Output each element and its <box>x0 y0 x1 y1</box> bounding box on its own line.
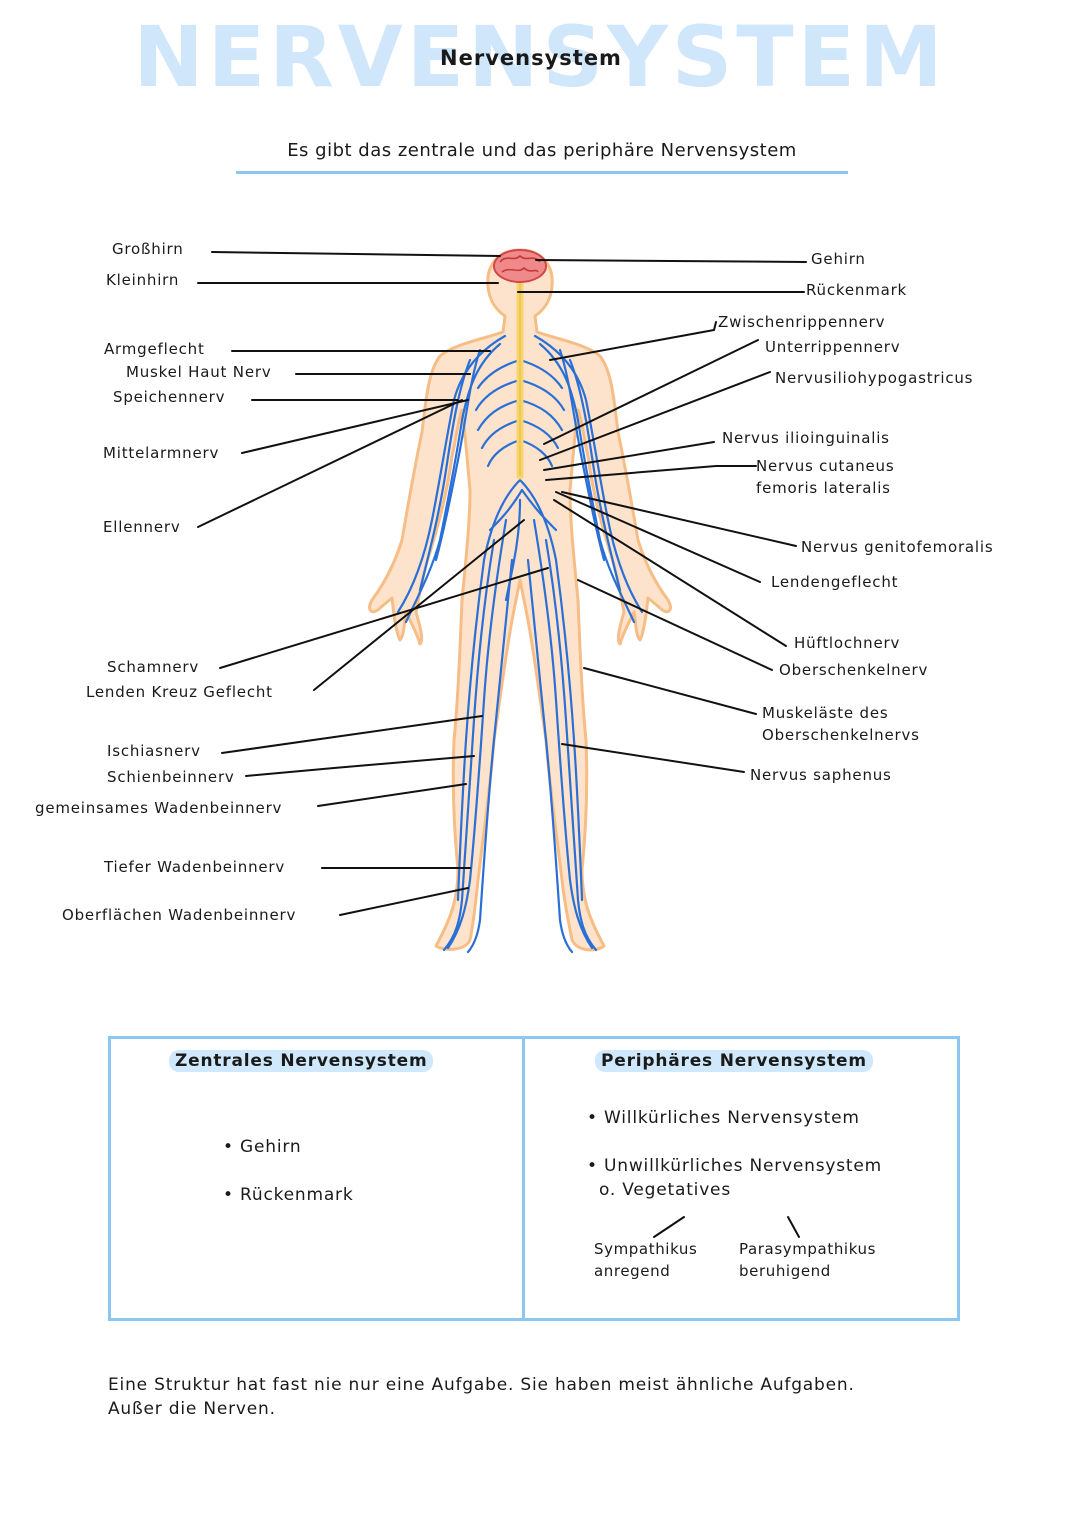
peripheral-nerves <box>396 334 644 954</box>
label-nervus-genitofemoralis: Nervus genitofemoralis <box>801 538 994 556</box>
label-muskel-haut-nerv: Muskel Haut Nerv <box>126 363 272 381</box>
peripheral-item-willkuerlich: • Willkürliches Nervensystem <box>587 1108 860 1128</box>
label-armgeflecht: Armgeflecht <box>104 340 205 358</box>
label-speichennerv: Speichennerv <box>113 388 226 406</box>
label-oberflaechen-wadenbeinnerv: Oberflächen Wadenbeinnerv <box>62 906 297 924</box>
footer-line-2: Außer die Nerven. <box>108 1399 276 1419</box>
label-nervus-cutaneus: Nervus cutaneus <box>756 457 895 475</box>
bullet-dot: • <box>223 1185 241 1205</box>
box-divider <box>522 1039 525 1318</box>
bullet-dot: • <box>587 1108 605 1128</box>
parasympathikus-desc: beruhigend <box>739 1262 831 1280</box>
sympathikus-desc: anregend <box>594 1262 671 1280</box>
body-silhouette <box>368 248 672 952</box>
label-femoris-lateralis: femoris lateralis <box>756 479 891 497</box>
label-rueckenmark: Rückenmark <box>806 281 908 299</box>
label-mittelarmnerv: Mittelarmnerv <box>103 444 220 462</box>
label-grosshirn: Großhirn <box>112 240 184 258</box>
label-unterrippennerv: Unterrippennerv <box>765 338 901 356</box>
label-nervus-saphenus: Nervus saphenus <box>750 766 892 784</box>
label-oberschenkelnervs: Oberschenkelnervs <box>762 726 920 744</box>
label-ischiasnerv: Ischiasnerv <box>107 742 201 760</box>
label-oberschenkelnerv: Oberschenkelnerv <box>779 661 929 679</box>
nervous-system-diagram <box>197 248 807 954</box>
label-schamnerv: Schamnerv <box>107 658 200 676</box>
label-hueftlochnerv: Hüftlochnerv <box>794 634 901 652</box>
watermark-title: NERVENSYSTEM <box>133 8 947 106</box>
central-item-rueckenmark: • Rückenmark <box>223 1185 354 1205</box>
label-tiefer-wadenbeinnerv: Tiefer Wadenbeinnerv <box>104 858 286 876</box>
label-ellennerv: Ellennerv <box>103 518 181 536</box>
summary-box: Zentrales Nervensystem • Gehirn • Rücken… <box>108 1036 960 1321</box>
label-nervusiliohypogastricus: Nervusiliohypogastricus <box>775 369 974 387</box>
bullet-dot: • <box>587 1156 605 1176</box>
label-kleinhirn: Kleinhirn <box>106 271 180 289</box>
sympathikus-label: Sympathikus <box>594 1240 698 1258</box>
bullet-dot: • <box>223 1137 241 1157</box>
label-muskelaeste-des: Muskeläste des <box>762 704 889 722</box>
parasympathikus-label: Parasympathikus <box>739 1240 877 1258</box>
peripheral-item-unwillkuerlich: • Unwillkürliches Nervensystem <box>587 1156 883 1176</box>
label-lenden-kreuz-geflecht: Lenden Kreuz Geflecht <box>86 683 273 701</box>
label-gehirn: Gehirn <box>811 250 866 268</box>
label-schienbeinnerv: Schienbeinnerv <box>107 768 235 786</box>
page-subtitle: Es gibt das zentrale und das periphäre N… <box>236 140 848 174</box>
label-zwischenrippennerv: Zwischenrippennerv <box>718 313 886 331</box>
label-nervus-ilioinguinalis: Nervus ilioinguinalis <box>722 429 890 447</box>
label-gemeinsames-wadenbeinnerv: gemeinsames Wadenbeinnerv <box>35 799 283 817</box>
page-title: Nervensystem <box>440 46 622 70</box>
footer-note: Eine Struktur hat fast nie nur eine Aufg… <box>108 1373 988 1421</box>
central-item-gehirn: • Gehirn <box>223 1137 302 1157</box>
central-heading: Zentrales Nervensystem <box>169 1050 434 1072</box>
label-lendengeflecht: Lendengeflecht <box>771 573 899 591</box>
leader-lines <box>197 251 807 916</box>
branch-lines <box>653 1216 800 1238</box>
footer-line-1: Eine Struktur hat fast nie nur eine Aufg… <box>108 1375 855 1395</box>
peripheral-heading: Periphäres Nervensystem <box>595 1050 873 1072</box>
brain <box>493 249 547 283</box>
peripheral-item-vegetatives: o. Vegetatives <box>599 1180 731 1200</box>
